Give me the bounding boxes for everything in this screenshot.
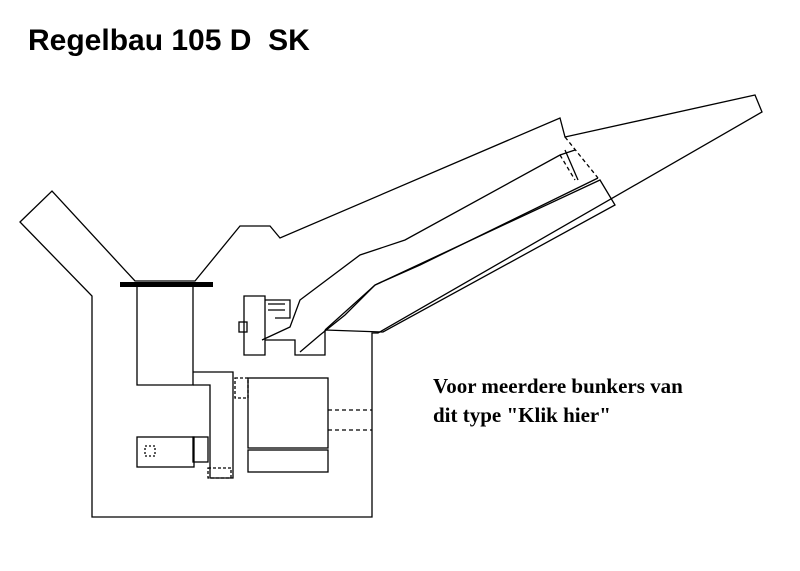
link-line-2: dit type "Klik hier" <box>433 403 611 427</box>
stair-steps <box>265 299 291 319</box>
room-lower-left-inner <box>144 445 156 457</box>
room-entrance-bottom <box>207 467 232 479</box>
small-cell <box>192 436 209 463</box>
corridor-wall-mid <box>299 177 599 353</box>
corridor-wall-lower <box>324 179 616 333</box>
more-bunkers-link[interactable]: Voor meerdere bunkers van dit type "Klik… <box>433 372 683 430</box>
room-central-lower <box>247 449 329 473</box>
front-plate <box>120 282 213 287</box>
room-left <box>136 287 194 386</box>
corridor-dashed-end <box>559 136 599 181</box>
room-central-side <box>234 377 249 399</box>
exit-right <box>328 409 372 431</box>
link-line-1: Voor meerdere bunkers van <box>433 374 683 398</box>
room-lower-left <box>136 436 195 468</box>
page-title: Regelbau 105 D SK <box>28 24 310 57</box>
stair-wall <box>265 330 326 356</box>
stair-area <box>243 295 266 356</box>
stair-block <box>238 321 248 333</box>
bunker-outline <box>19 94 763 518</box>
room-central <box>247 377 329 449</box>
